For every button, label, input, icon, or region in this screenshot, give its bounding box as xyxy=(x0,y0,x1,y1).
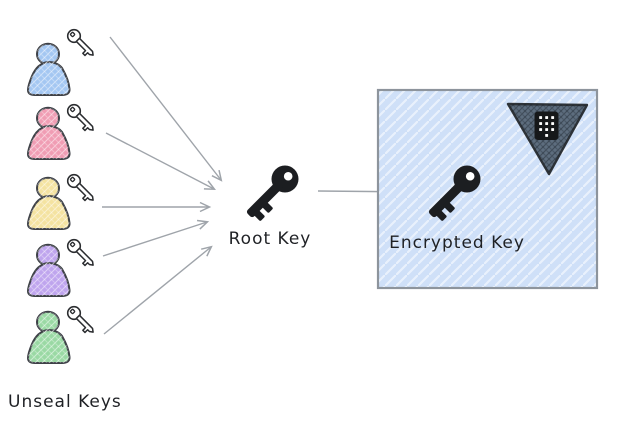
unseal-key-icon xyxy=(64,236,99,271)
unseal-key-holder-1 xyxy=(27,26,99,96)
root-key-label: Root Key xyxy=(229,229,312,249)
vault-logo-icon xyxy=(506,102,589,176)
unseal-key-icon xyxy=(64,303,99,338)
arrow-holder5-to-root xyxy=(103,245,213,335)
unseal-key-holder-2 xyxy=(27,101,99,160)
arrow-holder4-to-root xyxy=(102,219,210,257)
encrypted-key-label: Encrypted Key xyxy=(389,233,525,253)
unseal-key-icon xyxy=(64,26,99,61)
unseal-key-icon xyxy=(64,171,99,206)
unseal-keys-label: Unseal Keys xyxy=(8,392,122,412)
root-key-node: Root Key xyxy=(229,159,312,249)
encrypted-key-box: Encrypted Key xyxy=(376,88,599,290)
unseal-key-holder-5 xyxy=(27,303,99,364)
unseal-key-icon xyxy=(64,101,99,136)
unseal-key-holder-3 xyxy=(27,171,99,230)
unseal-key-holder-4 xyxy=(27,236,99,297)
root-key-icon xyxy=(239,159,305,225)
unseal-key-holders xyxy=(27,26,99,364)
unseal-arrows xyxy=(102,36,223,335)
vault-keypad-icon xyxy=(534,111,559,140)
arrow-holder2-to-root xyxy=(105,132,216,191)
arrow-holder1-to-root xyxy=(109,36,223,182)
